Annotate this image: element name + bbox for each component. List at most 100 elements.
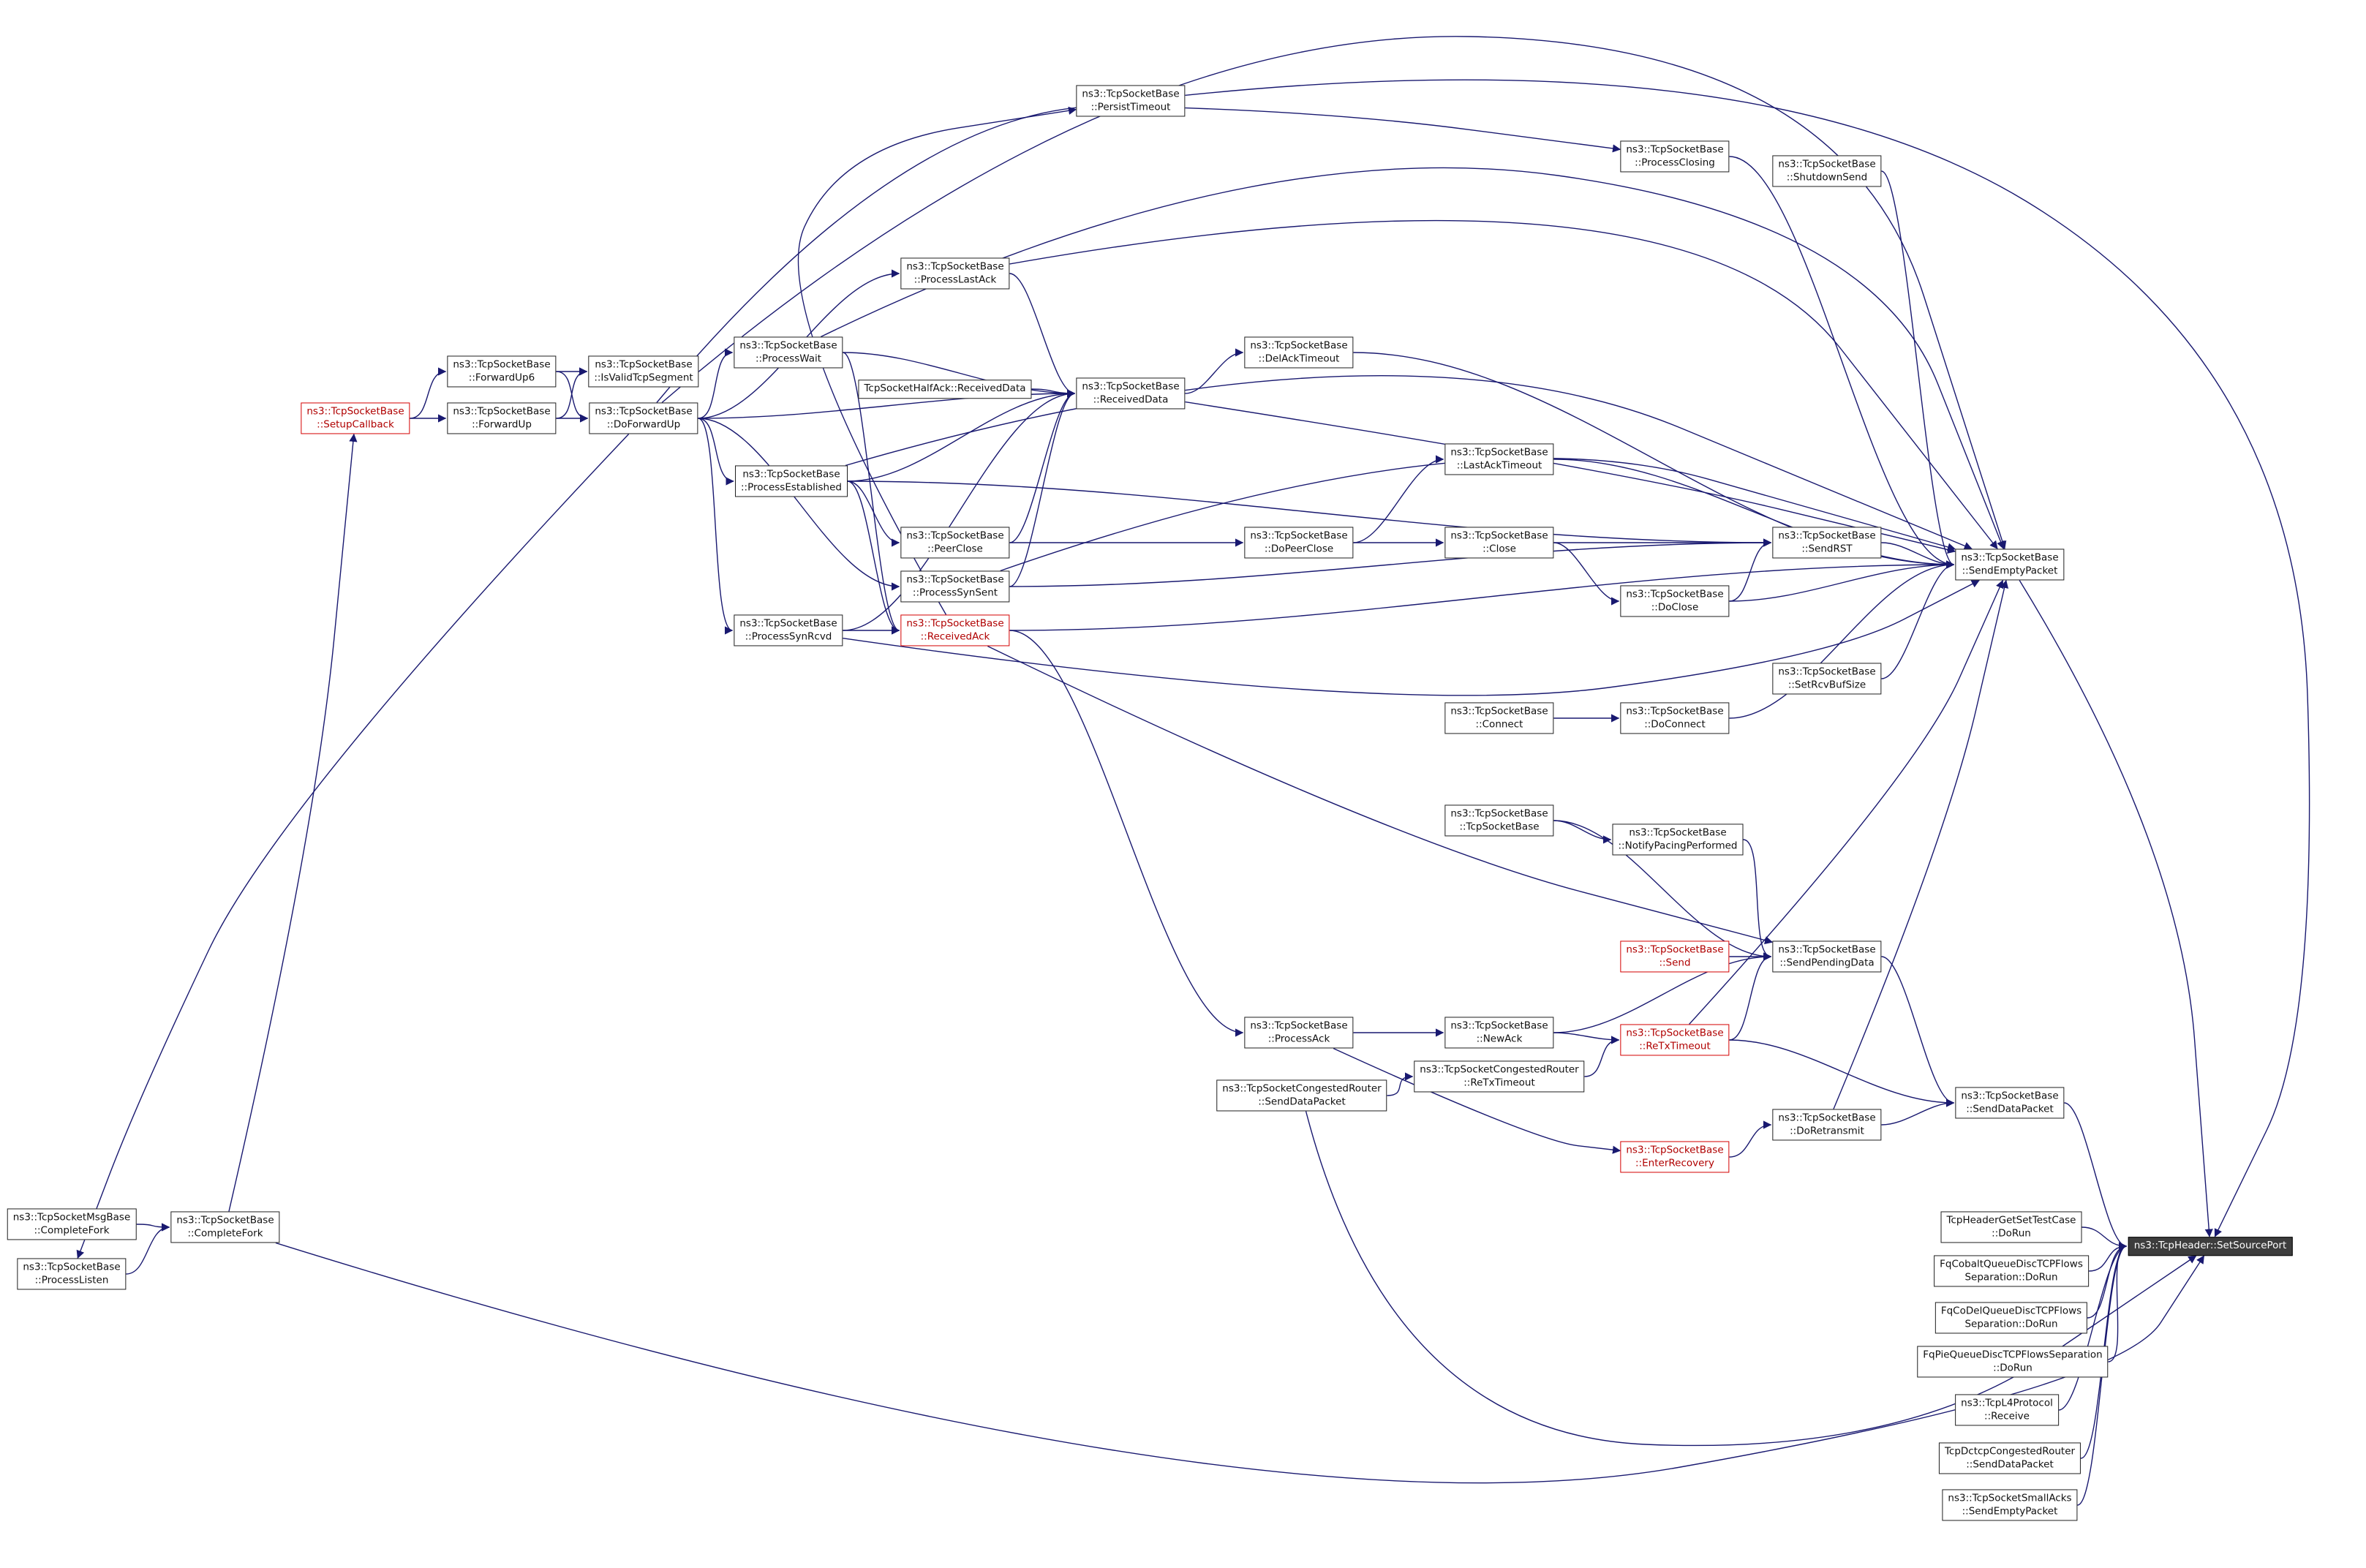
node-setup-callback[interactable]: ns3::TcpSocketBase ::SetupCallback bbox=[301, 402, 410, 434]
edge-received-data-to-send-empty-packet bbox=[1185, 401, 1956, 554]
edge-process-wait-to-received-ack bbox=[843, 352, 900, 635]
edge-process-syn-sent-to-send-empty-packet bbox=[1000, 457, 1956, 572]
node-set-source-port: ns3::TcpHeader::SetSourcePort bbox=[2128, 1237, 2293, 1256]
node-tcp-socket-base-ctor[interactable]: ns3::TcpSocketBase ::TcpSocketBase bbox=[1444, 804, 1554, 837]
edge-retx-timeout-to-send-pending-data bbox=[1729, 952, 1772, 1041]
node-retx-timeout[interactable]: ns3::TcpSocketBase ::ReTxTimeout bbox=[1620, 1024, 1730, 1056]
edge-do-forward-up-to-process-syn-rcvd bbox=[698, 418, 734, 635]
node-process-ack[interactable]: ns3::TcpSocketBase ::ProcessAck bbox=[1244, 1017, 1354, 1049]
edge-complete-fork-to-set-source-port bbox=[275, 1242, 2205, 1484]
edge-complete-fork-to-setup-callback bbox=[228, 433, 358, 1212]
edge-do-retransmit-to-send-data-packet bbox=[1881, 1098, 1955, 1126]
node-fq-pie-dorun[interactable]: FqPieQueueDiscTCPFlowsSeparation ::DoRun bbox=[1917, 1346, 2109, 1378]
node-connect[interactable]: ns3::TcpSocketBase ::Connect bbox=[1444, 702, 1554, 734]
node-enter-recovery[interactable]: ns3::TcpSocketBase ::EnterRecovery bbox=[1620, 1141, 1730, 1173]
node-fq-codel-dorun[interactable]: FqCoDelQueueDiscTCPFlows Separation::DoR… bbox=[1934, 1302, 2088, 1334]
edge-send-data-packet-to-set-source-port bbox=[2064, 1102, 2128, 1251]
edge-do-forward-up-to-send-empty-packet bbox=[661, 36, 2007, 550]
edge-do-close-to-send-empty-packet bbox=[1729, 560, 1955, 602]
node-process-syn-rcvd[interactable]: ns3::TcpSocketBase ::ProcessSynRcvd bbox=[734, 614, 843, 647]
node-do-close[interactable]: ns3::TcpSocketBase ::DoClose bbox=[1620, 585, 1730, 617]
edge-last-ack-timeout-to-send-empty-packet bbox=[1553, 459, 1955, 569]
node-peer-close[interactable]: ns3::TcpSocketBase ::PeerClose bbox=[900, 527, 1010, 559]
edge-process-last-ack-to-send-empty-packet bbox=[1009, 219, 1998, 550]
node-do-retransmit[interactable]: ns3::TcpSocketBase ::DoRetransmit bbox=[1772, 1109, 1882, 1141]
node-send-data-packet[interactable]: ns3::TcpSocketBase ::SendDataPacket bbox=[1955, 1087, 2065, 1119]
edge-do-peer-close-to-last-ack-timeout bbox=[1353, 455, 1444, 543]
edge-send-rst-to-send-empty-packet bbox=[1881, 542, 1955, 569]
node-small-acks-send-empty-packet[interactable]: ns3::TcpSocketSmallAcks ::SendEmptyPacke… bbox=[1942, 1489, 2078, 1521]
edge-set-rcv-buf-size-to-send-empty-packet bbox=[1881, 560, 1955, 679]
edge-process-wait-to-received-data bbox=[843, 352, 1076, 398]
node-send-rst[interactable]: ns3::TcpSocketBase ::SendRST bbox=[1772, 527, 1882, 559]
node-send-pending-data[interactable]: ns3::TcpSocketBase ::SendPendingData bbox=[1772, 941, 1882, 973]
edge-process-wait-to-send-empty-packet bbox=[820, 167, 2005, 550]
edge-msg-complete-fork-to-complete-fork bbox=[136, 1223, 170, 1232]
edge-tcp-header-get-set-dorun-to-set-source-port bbox=[2081, 1226, 2128, 1251]
node-shutdown-send[interactable]: ns3::TcpSocketBase ::ShutdownSend bbox=[1772, 155, 1882, 187]
node-do-forward-up[interactable]: ns3::TcpSocketBase ::DoForwardUp bbox=[589, 402, 698, 434]
node-msg-complete-fork[interactable]: ns3::TcpSocketMsgBase ::CompleteFork bbox=[7, 1208, 137, 1240]
node-set-rcv-buf-size[interactable]: ns3::TcpSocketBase ::SetRcvBufSize bbox=[1772, 663, 1882, 695]
edge-received-ack-to-send-pending-data bbox=[987, 645, 1774, 945]
edge-peer-close-to-received-data bbox=[1009, 389, 1076, 543]
edge-send-empty-packet-to-set-source-port bbox=[2019, 580, 2213, 1237]
edge-new-ack-to-send-pending-data bbox=[1553, 952, 1772, 1033]
node-fq-cobalt-dorun[interactable]: FqCobaltQueueDiscTCPFlows Separation::Do… bbox=[1934, 1255, 2089, 1287]
edge-notify-pacing-performed-to-send-pending-data bbox=[1743, 839, 1772, 961]
edge-process-established-to-received-ack bbox=[847, 480, 900, 635]
edge-process-ack-to-enter-recovery bbox=[1333, 1047, 1621, 1154]
edge-do-forward-up-to-process-wait bbox=[698, 348, 734, 419]
edge-process-syn-sent-to-send-rst bbox=[1009, 538, 1772, 587]
edge-process-established-to-send-rst bbox=[847, 480, 1772, 547]
node-persist-timeout[interactable]: ns3::TcpSocketBase ::PersistTimeout bbox=[1076, 85, 1186, 117]
edge-close-to-do-close bbox=[1553, 542, 1620, 606]
edge-process-last-ack-to-received-data bbox=[1009, 273, 1076, 398]
node-send-empty-packet[interactable]: ns3::TcpSocketBase ::SendEmptyPacket bbox=[1955, 549, 2065, 581]
node-last-ack-timeout[interactable]: ns3::TcpSocketBase ::LastAckTimeout bbox=[1444, 443, 1554, 475]
edge-process-syn-rcvd-to-received-data bbox=[843, 389, 1076, 631]
node-process-closing[interactable]: ns3::TcpSocketBase ::ProcessClosing bbox=[1620, 140, 1730, 173]
node-half-ack-received-data[interactable]: TcpSocketHalfAck::ReceivedData bbox=[858, 380, 1032, 399]
node-close[interactable]: ns3::TcpSocketBase ::Close bbox=[1444, 527, 1554, 559]
node-dctcp-send-data-packet[interactable]: TcpDctcpCongestedRouter ::SendDataPacket bbox=[1938, 1442, 2081, 1474]
node-new-ack[interactable]: ns3::TcpSocketBase ::NewAck bbox=[1444, 1017, 1554, 1049]
node-complete-fork[interactable]: ns3::TcpSocketBase ::CompleteFork bbox=[170, 1211, 280, 1243]
edge-new-ack-to-retx-timeout bbox=[1553, 1032, 1620, 1044]
node-tcp-header-get-set-dorun[interactable]: TcpHeaderGetSetTestCase ::DoRun bbox=[1940, 1211, 2082, 1243]
edge-process-closing-to-send-empty-packet bbox=[1729, 156, 1955, 569]
edge-setup-callback-to-forward-up6 bbox=[410, 367, 447, 419]
edge-process-established-to-send-empty-packet bbox=[845, 375, 1973, 550]
node-received-ack[interactable]: ns3::TcpSocketBase ::ReceivedAck bbox=[900, 614, 1010, 647]
node-received-data[interactable]: ns3::TcpSocketBase ::ReceivedData bbox=[1076, 377, 1186, 410]
edge-forward-up6-to-do-forward-up bbox=[556, 371, 589, 423]
node-notify-pacing-performed[interactable]: ns3::TcpSocketBase ::NotifyPacingPerform… bbox=[1612, 823, 1744, 856]
node-process-last-ack[interactable]: ns3::TcpSocketBase ::ProcessLastAck bbox=[900, 257, 1010, 290]
node-forward-up[interactable]: ns3::TcpSocketBase ::ForwardUp bbox=[447, 402, 557, 434]
node-del-ack-timeout[interactable]: ns3::TcpSocketBase ::DelAckTimeout bbox=[1244, 336, 1354, 369]
node-process-listen[interactable]: ns3::TcpSocketBase ::ProcessListen bbox=[17, 1258, 127, 1290]
node-process-established[interactable]: ns3::TcpSocketBase ::ProcessEstablished bbox=[735, 465, 848, 497]
node-do-peer-close[interactable]: ns3::TcpSocketBase ::DoPeerClose bbox=[1244, 527, 1354, 559]
edge-do-forward-up-to-process-listen bbox=[76, 434, 630, 1259]
edge-received-ack-to-process-ack bbox=[1009, 630, 1244, 1037]
edge-fq-pie-dorun-to-set-source-port bbox=[2108, 1242, 2128, 1362]
node-send[interactable]: ns3::TcpSocketBase ::Send bbox=[1620, 941, 1730, 973]
edge-process-syn-rcvd-to-send-empty-packet bbox=[843, 579, 1980, 696]
edge-do-forward-up-to-process-syn-sent bbox=[698, 418, 900, 591]
node-is-valid-tcp-segment[interactable]: ns3::TcpSocketBase ::IsValidTcpSegment bbox=[588, 355, 699, 388]
node-congested-send-data-packet[interactable]: ns3::TcpSocketCongestedRouter ::SendData… bbox=[1216, 1079, 1387, 1112]
node-congested-retx-timeout[interactable]: ns3::TcpSocketCongestedRouter ::ReTxTime… bbox=[1414, 1060, 1585, 1093]
node-do-connect[interactable]: ns3::TcpSocketBase ::DoConnect bbox=[1620, 702, 1730, 734]
edge-do-close-to-send-rst bbox=[1729, 538, 1772, 602]
node-forward-up6[interactable]: ns3::TcpSocketBase ::ForwardUp6 bbox=[447, 355, 557, 388]
edge-process-established-to-received-data bbox=[847, 389, 1076, 482]
edge-send-pending-data-to-send-data-packet bbox=[1881, 956, 1955, 1107]
edge-received-ack-to-send-empty-packet bbox=[1009, 560, 1955, 631]
edge-process-syn-sent-to-received-data bbox=[1009, 389, 1076, 587]
edge-received-data-to-del-ack-timeout bbox=[1185, 348, 1244, 394]
node-process-syn-sent[interactable]: ns3::TcpSocketBase ::ProcessSynSent bbox=[900, 570, 1010, 603]
node-process-wait[interactable]: ns3::TcpSocketBase ::ProcessWait bbox=[734, 336, 843, 369]
node-tcp-l4-receive[interactable]: ns3::TcpL4Protocol ::Receive bbox=[1955, 1394, 2059, 1426]
